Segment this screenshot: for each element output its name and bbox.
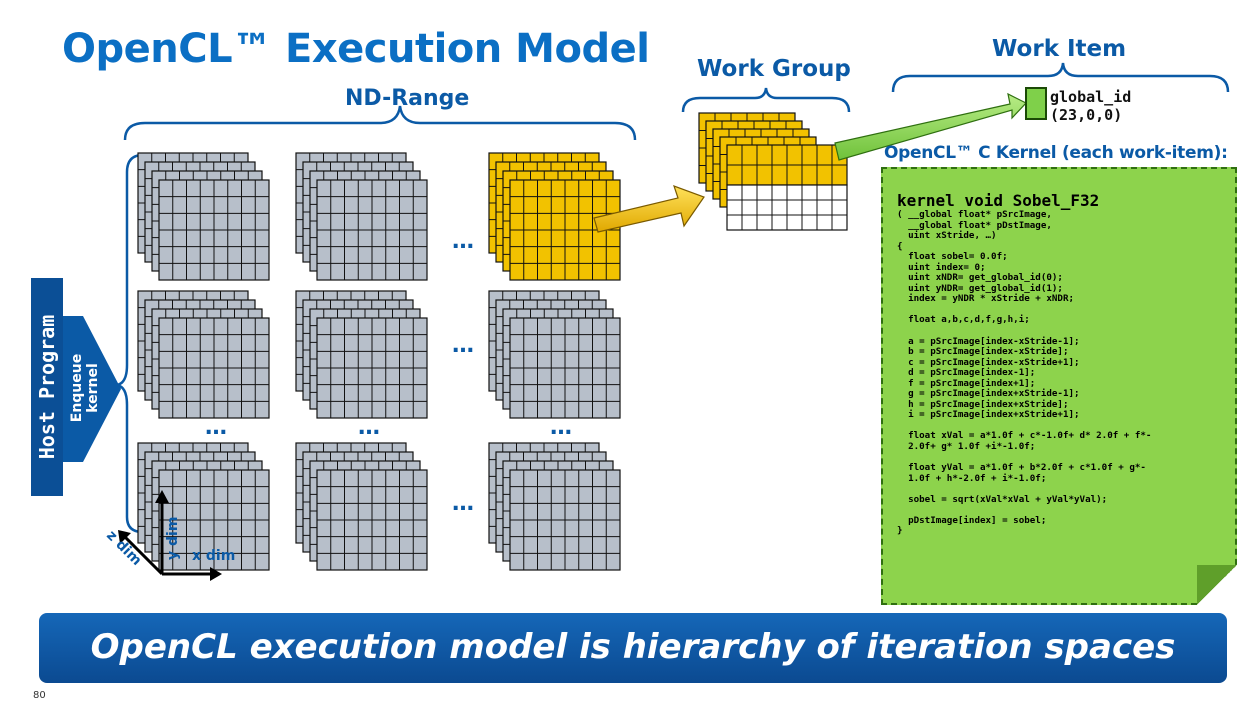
work-item-brace: [891, 62, 1230, 93]
work-group-brace: [681, 87, 851, 113]
host-program-label: Host Program: [31, 278, 63, 496]
x-dim-label: x dim: [192, 548, 235, 564]
global-id-label: global_id (23,0,0): [1050, 88, 1132, 124]
grid-layer: [316, 179, 428, 281]
host-program-text: Host Program: [35, 314, 59, 460]
ellipsis-row3: …: [452, 491, 474, 516]
work-group-stack: [295, 290, 428, 419]
kernel-code: ( __global float* pSrcImage, __global fl…: [897, 209, 1152, 537]
grid-layer: [316, 317, 428, 419]
page-number: 80: [33, 690, 46, 701]
enqueue-arrow: [63, 316, 121, 462]
enqueue-kernel-text: Enqueue kernel: [69, 353, 101, 423]
kernel-signature: kernel void Sobel_F32: [897, 191, 1100, 210]
work-group-stack: [137, 290, 270, 419]
work-group-label: Work Group: [697, 56, 851, 82]
slide-title: OpenCL™ Execution Model: [62, 26, 650, 72]
work-group-front-top: [726, 144, 848, 186]
grid-layer: [158, 179, 270, 281]
work-group-front-bottom: [726, 184, 848, 231]
banner-text: OpenCL execution model is hierarchy of i…: [90, 627, 1176, 667]
grid-layer: [158, 317, 270, 419]
ellipsis-row1: …: [452, 229, 474, 254]
grid-layer: [509, 469, 621, 571]
work-group-stack: [295, 152, 428, 281]
work-group-stack: [137, 152, 270, 281]
work-group-stack: [137, 442, 270, 571]
ellipsis-row2: …: [452, 333, 474, 358]
work-group-front: [726, 144, 848, 231]
grid-layer: [509, 317, 621, 419]
nd-range-label: ND-Range: [345, 86, 470, 111]
page-fold: [1197, 565, 1237, 605]
grid-layer: [316, 469, 428, 571]
work-group-to-item-arrow: [834, 92, 1027, 161]
summary-banner: OpenCL execution model is hierarchy of i…: [39, 613, 1227, 683]
work-group-stack: [488, 442, 621, 571]
nd-range-brace: [123, 105, 637, 141]
dots-col1: …: [205, 415, 227, 440]
work-group-stack: [488, 290, 621, 419]
work-group-detail: [593, 87, 1047, 233]
work-item-cell: [1025, 87, 1047, 120]
ellipses: … … … … … …: [205, 229, 572, 516]
dots-col2: …: [358, 415, 380, 440]
work-group-stack: [295, 442, 428, 571]
work-group-stacks: [137, 152, 621, 571]
enqueue-kernel-label: Enqueue kernel: [60, 354, 110, 422]
work-item-label: Work Item: [992, 36, 1127, 62]
dots-col3: …: [550, 415, 572, 440]
nd-to-work-group-arrow: [593, 185, 705, 233]
y-dim-label: y dim: [165, 517, 181, 560]
kernel-title: OpenCL™ C Kernel (each work-item):: [884, 143, 1228, 163]
kernel-code-box: kernel void Sobel_F32 ( __global float* …: [881, 167, 1237, 605]
